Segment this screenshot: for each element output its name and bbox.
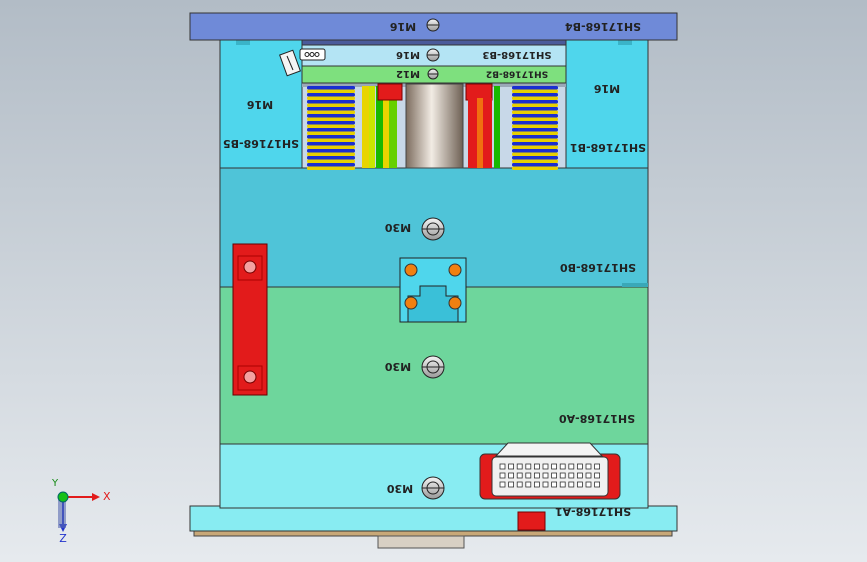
strip-lower-bolt-icon <box>427 68 439 80</box>
strip-upper-part-label: SH17168-B3 <box>482 49 551 60</box>
multipin-connector <box>479 442 621 500</box>
left-block-notch <box>236 39 250 45</box>
left-block-part-label: SH17168-B5 <box>223 137 299 150</box>
upper-plate-part-label: SH17168-B0 <box>560 261 636 274</box>
red-tab <box>517 511 546 531</box>
top-plate-screw-label: M16 <box>390 20 417 33</box>
small-connector <box>279 48 326 77</box>
base-plate-lip <box>189 505 678 532</box>
middle-plate-screw-label: M30 <box>385 360 412 373</box>
upper-plate-edge <box>622 283 648 287</box>
bottom-stub <box>377 535 465 549</box>
red-bar <box>232 243 268 396</box>
left-block-screw-label: M16 <box>247 98 274 111</box>
spring-cavity <box>301 81 567 170</box>
clamp-block <box>399 257 467 323</box>
right-block-notch <box>618 39 632 45</box>
y-axis-label: Y <box>51 478 59 489</box>
top-plate-part-label: SH17168-B4 <box>565 20 641 33</box>
base-plate-part-label: SH17168-A1 <box>555 505 631 518</box>
strip-lower-part-label: SH17168-B2 <box>486 69 548 79</box>
upper-plate-bolt-icon <box>421 217 445 241</box>
right-block-part-label: SH17168-B1 <box>570 141 646 154</box>
base-plate-screw-label: M30 <box>387 482 414 495</box>
base-plate-bolt-icon <box>421 476 445 500</box>
strip-upper-bolt-icon <box>426 48 440 62</box>
middle-plate-bolt-icon <box>421 355 445 379</box>
y-axis-marker <box>57 491 69 503</box>
upper-plate-screw-label: M30 <box>385 221 412 234</box>
right-block <box>565 38 649 169</box>
strip-lower-screw-label: M12 <box>396 68 420 79</box>
x-axis-label: X <box>103 490 111 503</box>
strip-upper-screw-label: M16 <box>396 49 420 60</box>
z-axis-label: Z <box>59 532 67 545</box>
top-plate-bolt-icon <box>426 18 440 32</box>
right-block-screw-label: M16 <box>594 82 621 95</box>
middle-plate-part-label: SH17168-A0 <box>559 412 635 425</box>
orientation-triad: X Y Z <box>51 478 111 545</box>
